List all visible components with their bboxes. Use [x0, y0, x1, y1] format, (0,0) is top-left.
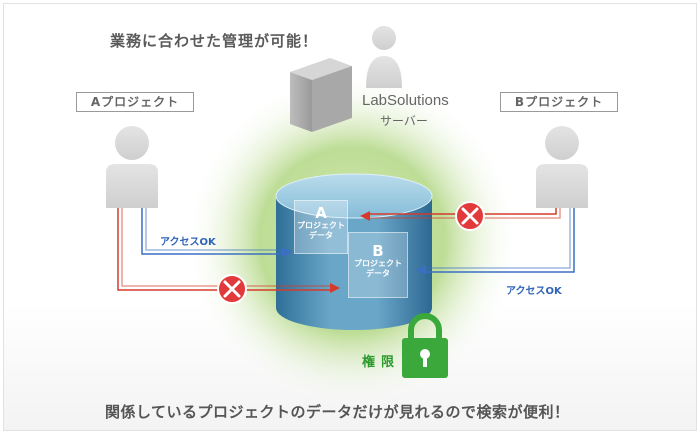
- project-a-data-line1: プロジェクト: [297, 221, 345, 230]
- headline: 業務に合わせた管理が可能！: [110, 32, 319, 50]
- project-b-data-letter: B: [372, 242, 384, 260]
- deny-x-icon: [217, 274, 247, 304]
- server-icon: [290, 58, 352, 132]
- project-b-data-line1: プロジェクト: [354, 259, 402, 268]
- access-ok-b: アクセスOK: [506, 286, 562, 297]
- access-arrow-a: [141, 208, 292, 257]
- deny-x-icon-b: [455, 201, 485, 231]
- project-b-data-box: B プロジェクト データ: [348, 232, 408, 298]
- project-b-label: Bプロジェクト: [500, 92, 618, 112]
- database-icon: [275, 173, 433, 330]
- person-b-icon: [536, 126, 588, 208]
- denied-arrow-b: [360, 208, 561, 221]
- project-a-data-box: A プロジェクト データ: [294, 200, 348, 254]
- server-person-icon: [366, 26, 402, 88]
- project-a-data-line2: データ: [309, 231, 333, 240]
- project-b-data-line2: データ: [366, 269, 390, 278]
- access-arrow-b: [416, 208, 575, 275]
- denied-arrow-a: [117, 208, 340, 293]
- server-subtitle: サーバー: [380, 114, 428, 128]
- project-a-data-letter: A: [315, 204, 327, 222]
- server-name: LabSolutions: [362, 92, 449, 109]
- lock-icon: [402, 313, 448, 378]
- authority-label: 権限: [362, 355, 401, 370]
- access-ok-a: アクセスOK: [160, 237, 216, 248]
- project-a-label: Aプロジェクト: [76, 92, 194, 112]
- person-a-icon: [106, 126, 158, 208]
- bottom-caption: 関係しているプロジェクトのデータだけが見れるので検索が便利！: [105, 403, 570, 421]
